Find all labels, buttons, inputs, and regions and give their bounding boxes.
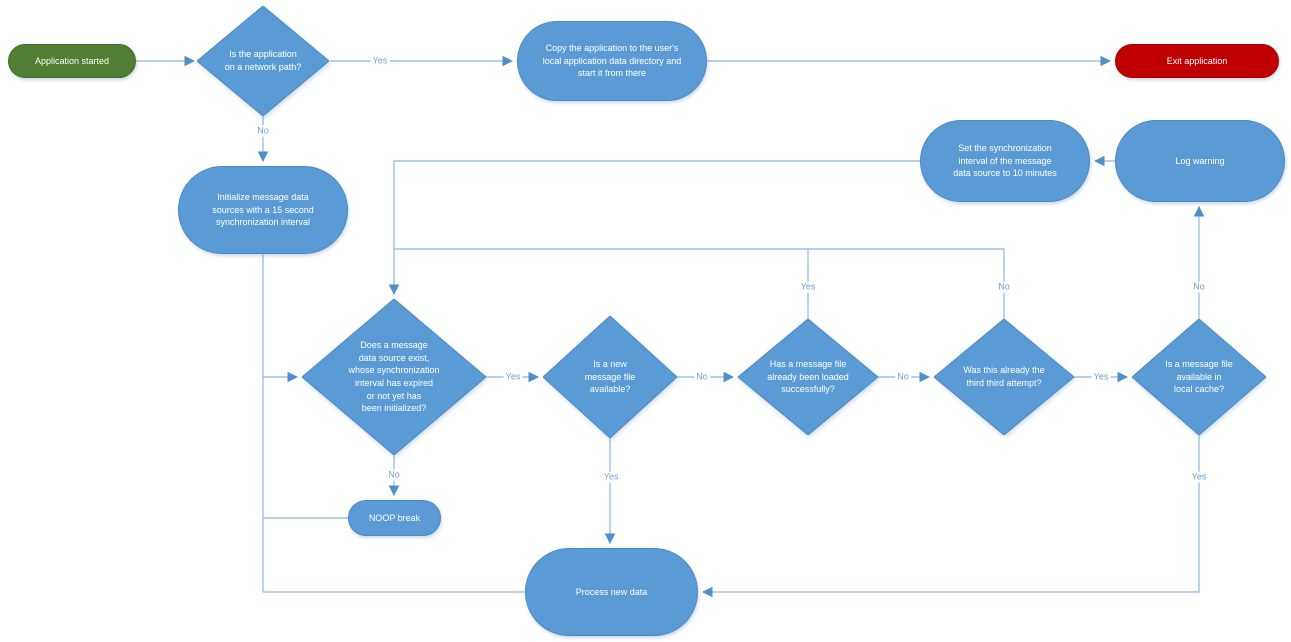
node-decision-local-cache: Is a message file available in local cac…: [1132, 319, 1266, 435]
node-label: Exit application: [1166, 55, 1228, 66]
diamond-shape: [302, 299, 486, 455]
node-label: Process new data: [575, 586, 648, 597]
node-decision-already-loaded: Has a message file already been loaded s…: [738, 319, 878, 435]
node-decision-third-attempt: Was this already the third third attempt…: [934, 319, 1074, 435]
edge-label-exist-yes: Yes: [503, 371, 523, 383]
node-log-warning: Log warning: [1115, 120, 1285, 202]
node-noop-break: NOOP break: [348, 500, 441, 536]
edge-label-cache-no: No: [1191, 281, 1207, 293]
edge-label-loaded-yes: Yes: [798, 281, 818, 293]
node-label: Is a new message file available?: [584, 359, 636, 395]
edge-label-newfile-yes: Yes: [601, 471, 621, 483]
node-label: Does a message data source exist, whose …: [348, 340, 440, 414]
diamond-shape: [543, 316, 677, 438]
node-decision-source-exists: Does a message data source exist, whose …: [302, 299, 486, 455]
edge-setinterval-to-exist: [388, 160, 920, 296]
node-label: Copy the application to the user's local…: [542, 43, 682, 79]
node-label: Was this already the third third attempt…: [963, 365, 1045, 388]
edge-label-network-no: No: [255, 125, 271, 137]
node-label: Initialize message data sources with a 1…: [212, 192, 314, 228]
node-label: Is the application on a network path?: [224, 49, 302, 72]
edge-label-exist-no: No: [386, 469, 402, 481]
diamond-shape: [738, 319, 878, 435]
node-initialize-sources: Initialize message data sources with a 1…: [178, 166, 348, 254]
edge-cache-yes-to-process: [701, 435, 1200, 598]
node-exit-application: Exit application: [1115, 44, 1279, 78]
edge-label-network-yes: Yes: [370, 55, 390, 67]
node-copy-application: Copy the application to the user's local…: [517, 21, 707, 101]
diamond-shape: [1132, 319, 1266, 435]
edge-label-third-yes: Yes: [1091, 371, 1111, 383]
edge-label-newfile-no: No: [694, 371, 710, 383]
diamond-shape: [197, 6, 329, 116]
node-decision-new-file: Is a new message file available?: [543, 316, 677, 438]
edge-label-third-no: No: [996, 281, 1012, 293]
node-set-sync-interval: Set the synchronization interval of the …: [920, 120, 1090, 202]
node-label: Application started: [34, 55, 110, 66]
node-process-new-data: Process new data: [525, 548, 698, 636]
node-label: NOOP break: [368, 512, 421, 523]
edge-label-loaded-no: No: [895, 371, 911, 383]
edge-label-cache-yes: Yes: [1189, 471, 1209, 483]
node-label: Log warning: [1175, 155, 1225, 166]
node-label: Set the synchronization interval of the …: [953, 143, 1057, 179]
diamond-shape: [934, 319, 1074, 435]
node-label: Has a message file already been loaded s…: [767, 359, 849, 395]
edge-third-no-up-left: [394, 248, 1005, 319]
node-label: Is a message file available in local cac…: [1165, 359, 1233, 395]
node-application-started: Application started: [8, 44, 136, 78]
node-decision-network-path: Is the application on a network path?: [197, 6, 329, 116]
